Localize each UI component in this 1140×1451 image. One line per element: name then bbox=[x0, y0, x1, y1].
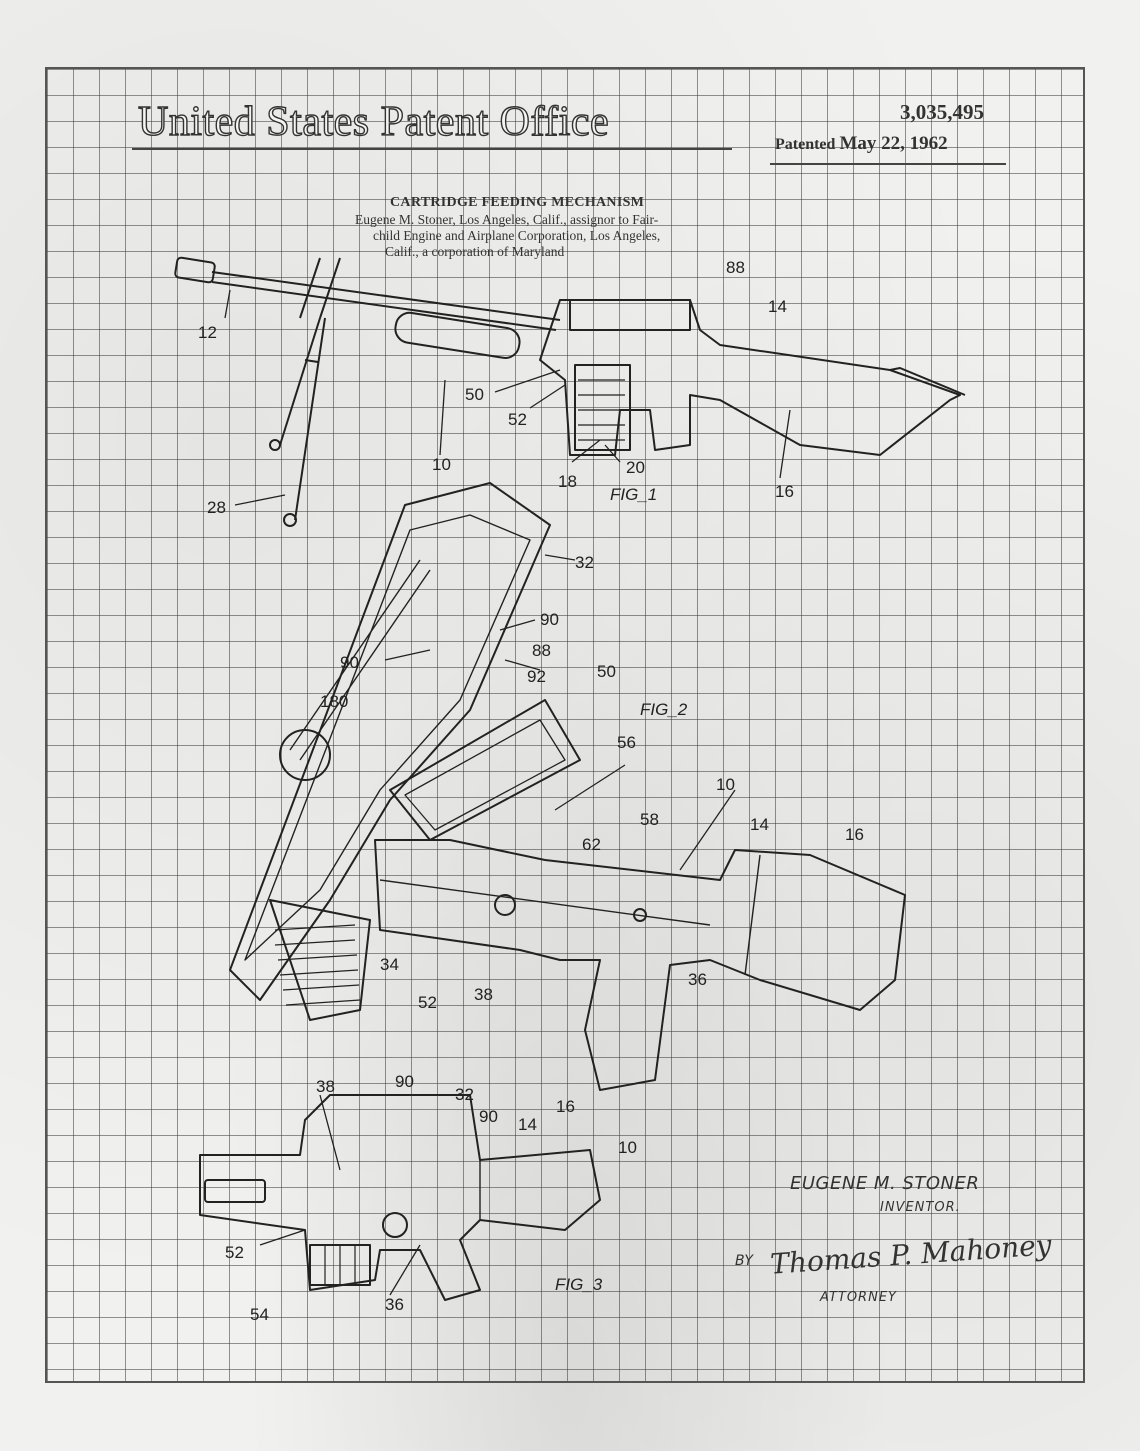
figure-2-label: FIG_2 bbox=[640, 700, 688, 719]
assignment-line: child Engine and Airplane Corporation, L… bbox=[373, 228, 661, 243]
ref-label: 52 bbox=[418, 993, 437, 1012]
ref-label: 52 bbox=[508, 410, 527, 429]
ref-label: 14 bbox=[750, 815, 769, 834]
graph-paper-grid bbox=[45, 67, 1085, 1383]
ref-label: 16 bbox=[775, 482, 794, 501]
patent-office-title: United States Patent Office bbox=[137, 98, 610, 145]
patented-label: Patented bbox=[775, 136, 836, 153]
assignment-line: Eugene M. Stoner, Los Angeles, Calif., a… bbox=[355, 212, 659, 227]
ref-label: 36 bbox=[385, 1295, 404, 1314]
figure-3-labels: 38 90 32 90 14 16 10 52 54 36 FIG_3 bbox=[225, 1072, 637, 1324]
inventor-name: EUGENE M. STONER bbox=[790, 1173, 980, 1194]
reference-leaders bbox=[224, 289, 791, 1296]
ref-label: 58 bbox=[640, 810, 659, 829]
ref-label: 32 bbox=[455, 1085, 474, 1104]
ref-label: 10 bbox=[716, 775, 735, 794]
figure-1-label: FIG_1 bbox=[610, 485, 657, 504]
ref-label: 38 bbox=[316, 1077, 335, 1096]
figure-1-rifle bbox=[174, 256, 966, 527]
ref-label: 36 bbox=[688, 970, 707, 989]
ref-label: 14 bbox=[518, 1115, 537, 1134]
date-underline bbox=[770, 163, 1006, 165]
ref-label: 54 bbox=[250, 1305, 269, 1324]
inventor-role: INVENTOR. bbox=[880, 1200, 961, 1215]
figure-1-labels: 12 88 14 50 52 10 18 20 16 28 FIG_1 bbox=[198, 258, 794, 517]
ref-label: 50 bbox=[597, 662, 616, 681]
ref-label: 56 bbox=[617, 733, 636, 752]
patented-date: May 22, 1962 bbox=[839, 133, 948, 154]
ref-label: 20 bbox=[626, 458, 645, 477]
assignment-text: Eugene M. Stoner, Los Angeles, Calif., a… bbox=[355, 212, 795, 260]
ref-label: 180 bbox=[320, 692, 348, 711]
by-label: BY bbox=[735, 1253, 753, 1269]
ref-label: 50 bbox=[465, 385, 484, 404]
ref-label: 32 bbox=[575, 553, 594, 572]
figure-2-receiver bbox=[229, 482, 906, 1091]
ref-label: 10 bbox=[618, 1138, 637, 1157]
ref-label: 12 bbox=[198, 323, 217, 342]
ref-label: 38 bbox=[474, 985, 493, 1004]
ref-label: 62 bbox=[582, 835, 601, 854]
patent-number: 3,035,495 bbox=[900, 100, 984, 124]
attorney-role: ATTORNEY bbox=[820, 1290, 897, 1305]
ref-label: 18 bbox=[558, 472, 577, 491]
assignment-line: Calif., a corporation of Maryland bbox=[385, 244, 565, 259]
patent-date-line: Patented May 22, 1962 bbox=[775, 133, 948, 155]
invention-title: CARTRIDGE FEEDING MECHANISM bbox=[390, 195, 645, 210]
ref-label: 92 bbox=[527, 667, 546, 686]
ref-label: 14 bbox=[768, 297, 787, 316]
ref-label: 88 bbox=[532, 641, 551, 660]
ref-label: 16 bbox=[556, 1097, 575, 1116]
ref-label: 90 bbox=[395, 1072, 414, 1091]
figure-2-labels: 32 90 90 88 92 50 180 56 10 14 16 58 62 … bbox=[320, 553, 864, 1012]
ref-label: 28 bbox=[207, 498, 226, 517]
ref-label: 52 bbox=[225, 1243, 244, 1262]
ref-label: 88 bbox=[726, 258, 745, 277]
ref-label: 90 bbox=[540, 610, 559, 629]
figure-3-label: FIG_3 bbox=[555, 1275, 603, 1294]
ref-label: 90 bbox=[340, 653, 359, 672]
ref-label: 10 bbox=[432, 455, 451, 474]
ref-label: 16 bbox=[845, 825, 864, 844]
figure-3-side-view bbox=[199, 1094, 601, 1301]
ref-label: 34 bbox=[380, 955, 399, 974]
title-underline bbox=[132, 148, 732, 150]
ref-label: 90 bbox=[479, 1107, 498, 1126]
